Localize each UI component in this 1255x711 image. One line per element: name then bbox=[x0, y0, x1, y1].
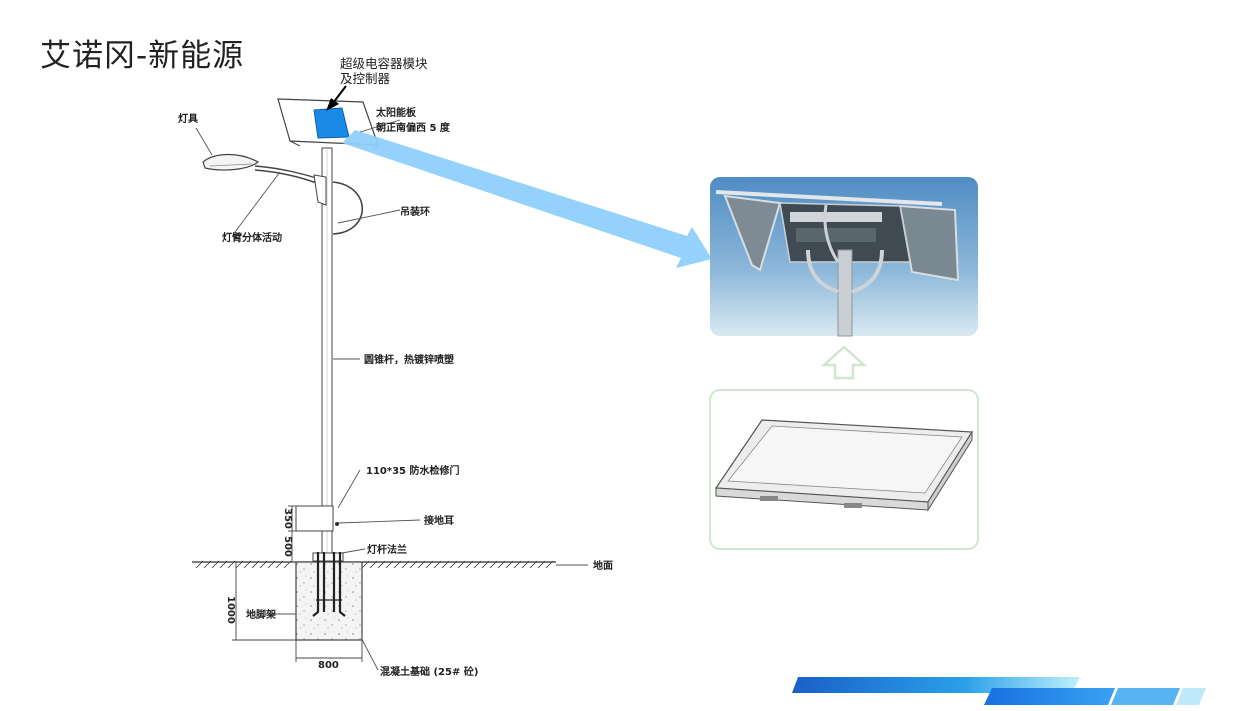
hanging-ring bbox=[332, 181, 364, 235]
pole-label: 圆锥杆，热镀锌喷塑 bbox=[364, 353, 454, 366]
lamp-head bbox=[202, 153, 260, 171]
dimension-350: 350 bbox=[282, 508, 293, 529]
leader-lines bbox=[195, 119, 588, 671]
pole-flange bbox=[312, 552, 344, 562]
ground-lug-label: 接地耳 bbox=[424, 514, 454, 527]
concrete-foundation bbox=[295, 561, 363, 641]
ground-lug bbox=[335, 522, 339, 526]
solar-panel-orientation-label: 朝正南偏西 5 度 bbox=[376, 121, 451, 134]
module-illustration bbox=[709, 389, 979, 550]
lamp-label: 灯具 bbox=[178, 112, 198, 125]
decorative-stripes bbox=[792, 677, 1206, 705]
solar-panel-photo bbox=[710, 177, 978, 337]
dimension-1000: 1000 bbox=[225, 596, 236, 624]
dimension-lines bbox=[232, 505, 363, 662]
hanging-ring-label: 吊装环 bbox=[400, 205, 430, 218]
pole bbox=[321, 147, 333, 559]
door-label: 110*35 防水检修门 bbox=[366, 464, 460, 477]
zoom-arrow bbox=[342, 130, 712, 268]
anchor-cage bbox=[312, 552, 346, 617]
foundation-label: 混凝土基础 (25# 砼) bbox=[380, 665, 478, 678]
page-title: 艾诺冈-新能源 bbox=[40, 38, 245, 74]
maintenance-door bbox=[295, 505, 334, 532]
flange-label: 灯杆法兰 bbox=[367, 543, 407, 556]
lamp-arm bbox=[254, 165, 327, 206]
anchor-label: 地脚架 bbox=[246, 608, 276, 621]
ground-line bbox=[192, 560, 556, 569]
callout-label-line1: 超级电容器模块 bbox=[340, 56, 428, 71]
up-arrow-icon bbox=[820, 345, 868, 380]
dimension-500: 500 bbox=[282, 536, 293, 557]
dimension-800: 800 bbox=[318, 660, 339, 671]
lamp-arm-label: 灯臂分体活动 bbox=[222, 231, 282, 244]
ground-label: 地面 bbox=[593, 559, 613, 572]
callout-arrow bbox=[326, 85, 347, 111]
solar-panel-label: 太阳能板 bbox=[375, 106, 417, 119]
callout-label-line2: 及控制器 bbox=[340, 71, 391, 86]
